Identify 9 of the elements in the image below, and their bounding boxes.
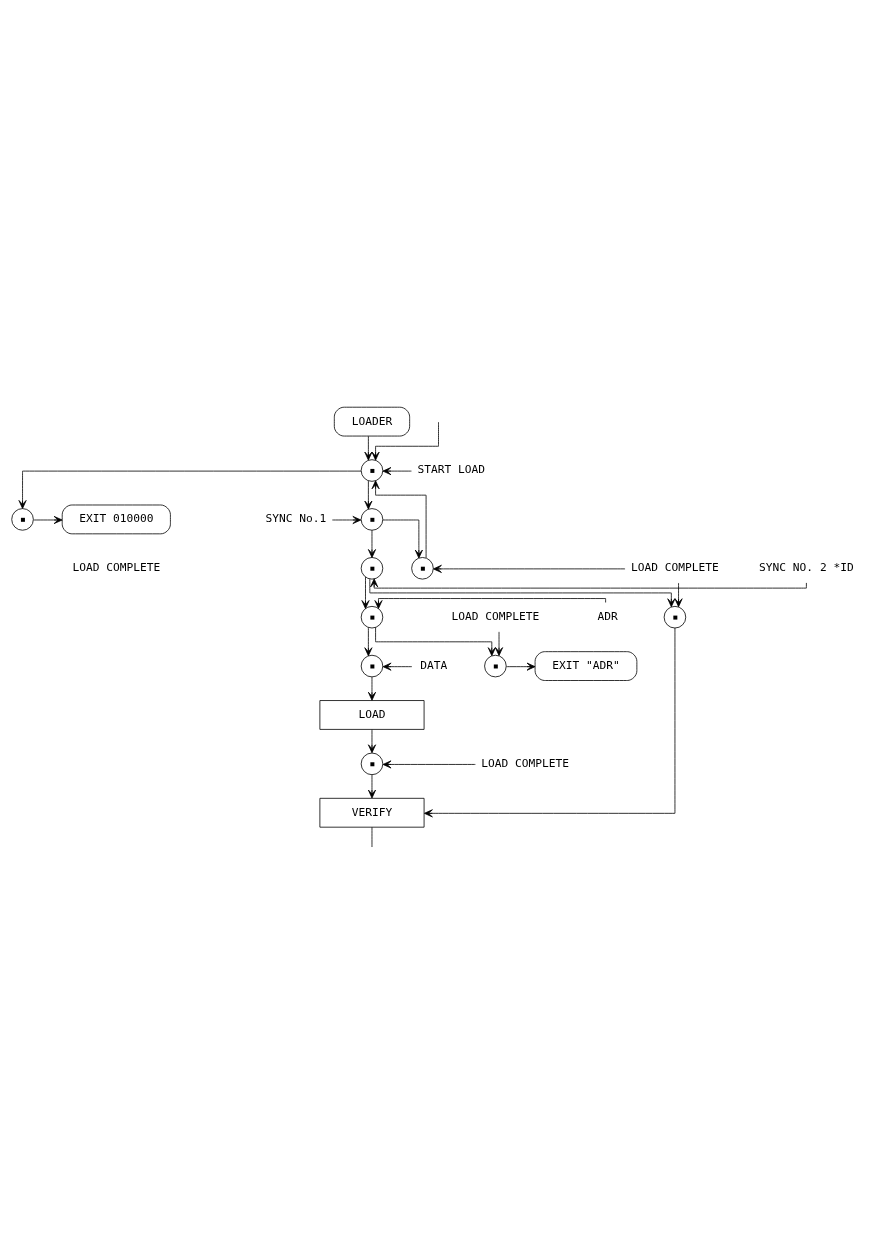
node-text: START LOAD — [417, 462, 486, 476]
node-text: LOAD COMPLETE — [451, 609, 540, 623]
node-text: DATA — [420, 658, 448, 672]
label: LOAD COMPLETE — [72, 560, 161, 574]
node-text: ADR — [597, 609, 618, 623]
node-text: SYNC No.1 — [265, 511, 327, 525]
node-text: LOAD COMPLETE — [481, 756, 569, 770]
node-text: SYNC NO. 2 *ID — [759, 560, 854, 574]
node-text: LOAD COMPLETE — [631, 560, 719, 574]
